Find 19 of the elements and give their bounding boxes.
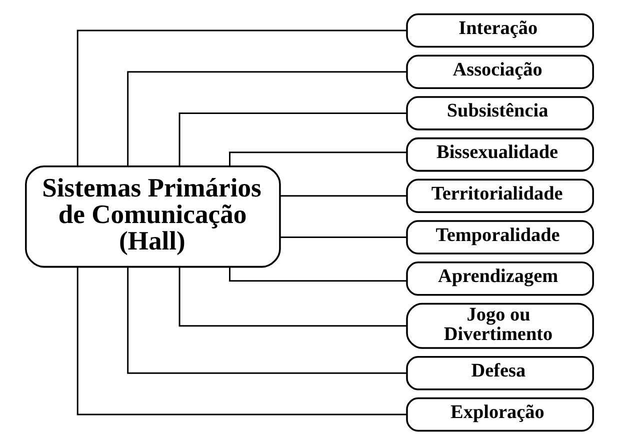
- connector: [126, 267, 406, 374]
- node-box: Aprendizagem: [406, 262, 594, 296]
- connector: [178, 267, 406, 327]
- connector: [126, 71, 406, 166]
- connector: [76, 30, 406, 166]
- connector: [280, 195, 406, 197]
- connector: [178, 112, 406, 166]
- node-box: Exploração: [406, 397, 594, 432]
- node-box: Jogo ou Divertimento: [406, 302, 594, 349]
- node-box: Interação: [406, 13, 594, 48]
- connector: [280, 236, 406, 238]
- node-box: Associação: [406, 54, 594, 89]
- node-box: Territorialidade: [406, 178, 594, 214]
- node-box: Sistemas Primários de Comunicação (Hall): [24, 165, 280, 268]
- node-box: Temporalidade: [406, 220, 594, 254]
- node-box: Defesa: [406, 356, 594, 390]
- node-box: Subsistência: [406, 96, 594, 130]
- node-box: Bissexualidade: [406, 137, 594, 172]
- connector: [76, 267, 406, 416]
